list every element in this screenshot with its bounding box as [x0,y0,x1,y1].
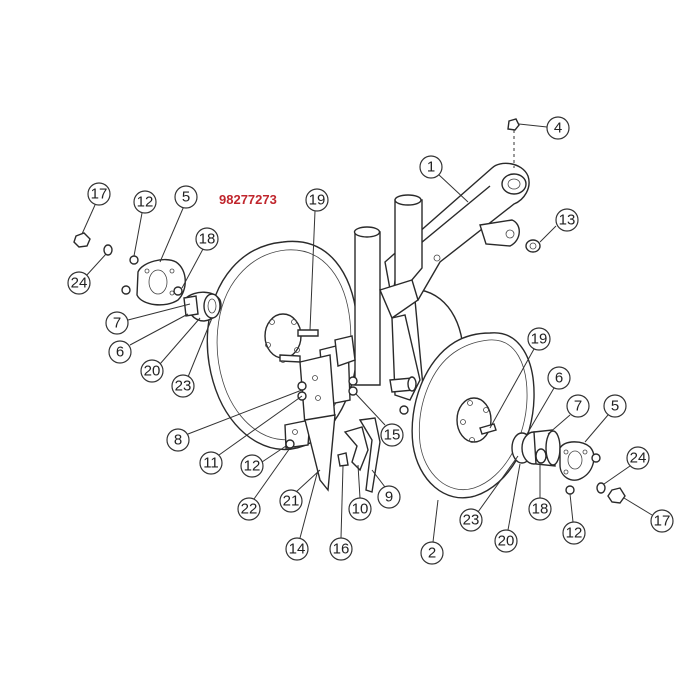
callout-13: 13 [539,208,579,243]
callout-24-left: 24 [67,253,107,295]
callout-9: 9 [371,469,401,509]
callout-18-right: 18 [528,464,552,521]
callout-20-left: 20 [140,317,201,383]
svg-text:10: 10 [352,501,369,518]
svg-text:20: 20 [144,363,161,380]
callout-19-left: 19 [305,188,329,331]
part-number-label: 98277273 [219,192,277,207]
callout-4: 4 [518,116,570,140]
svg-text:2: 2 [428,545,436,562]
svg-text:5: 5 [182,189,190,206]
callout-23-right: 23 [459,455,519,532]
callout-14: 14 [285,469,319,561]
svg-text:21: 21 [283,493,300,510]
scraper-plates [284,335,356,492]
callout-23-left: 23 [171,317,213,398]
callout-1: 1 [419,155,469,203]
svg-text:11: 11 [203,455,219,472]
svg-text:15: 15 [384,427,401,444]
callout-7-right: 7 [547,394,590,435]
callout-5-right: 5 [584,394,627,443]
svg-text:12: 12 [566,525,583,542]
right-disc-blade [411,332,535,499]
callout-12-center: 12 [240,445,287,478]
callout-10: 10 [348,464,372,521]
svg-text:23: 23 [175,378,192,395]
callout-12-top-left: 12 [133,190,157,257]
svg-text:12: 12 [244,458,261,475]
svg-text:6: 6 [116,344,124,361]
callout-18-left: 18 [181,227,219,289]
svg-text:9: 9 [385,489,393,506]
svg-text:13: 13 [559,212,576,229]
callout-19-right: 19 [489,327,551,429]
vertical-tubes [353,194,423,401]
callout-2: 2 [420,499,444,565]
callout-6-right: 6 [526,366,571,435]
callout-6-left: 6 [108,313,189,364]
svg-text:16: 16 [333,541,350,558]
svg-text:23: 23 [463,512,480,529]
svg-text:22: 22 [241,501,258,518]
svg-text:14: 14 [289,541,306,558]
svg-text:18: 18 [532,501,549,518]
callout-24-right: 24 [603,446,650,485]
svg-text:12: 12 [137,194,154,211]
bolts [279,329,425,467]
bracket-pieces [343,417,381,493]
small-parts [507,118,541,253]
callout-5-left: 5 [159,185,198,263]
svg-text:24: 24 [630,450,647,467]
callout-7-left: 7 [105,303,191,335]
right-hub-assembly [511,429,626,504]
svg-text:19: 19 [531,331,548,348]
callout-11: 11 [199,395,303,475]
svg-text:5: 5 [611,398,619,415]
callout-21: 21 [279,469,321,513]
parts-drawing [73,118,626,504]
svg-text:7: 7 [113,315,121,332]
callout-12-right: 12 [562,493,586,545]
left-hub-assembly [73,232,222,322]
svg-text:1: 1 [427,159,435,176]
svg-text:17: 17 [91,186,108,203]
svg-text:17: 17 [654,513,671,530]
callout-22: 22 [237,447,291,521]
callout-17-right: 17 [623,497,674,533]
callout-8: 8 [166,389,303,452]
callout-16: 16 [329,465,353,561]
callouts: 1 2 4 5 5 6 6 [67,116,674,565]
svg-text:24: 24 [71,275,88,292]
callout-15: 15 [355,393,404,447]
svg-text:8: 8 [174,432,182,449]
svg-text:6: 6 [555,370,563,387]
svg-text:18: 18 [199,231,216,248]
svg-text:7: 7 [574,398,582,415]
svg-text:19: 19 [309,192,326,209]
callout-17-left: 17 [81,182,111,235]
svg-text:20: 20 [498,533,515,550]
callout-20-right: 20 [494,463,521,553]
svg-text:4: 4 [554,120,562,137]
